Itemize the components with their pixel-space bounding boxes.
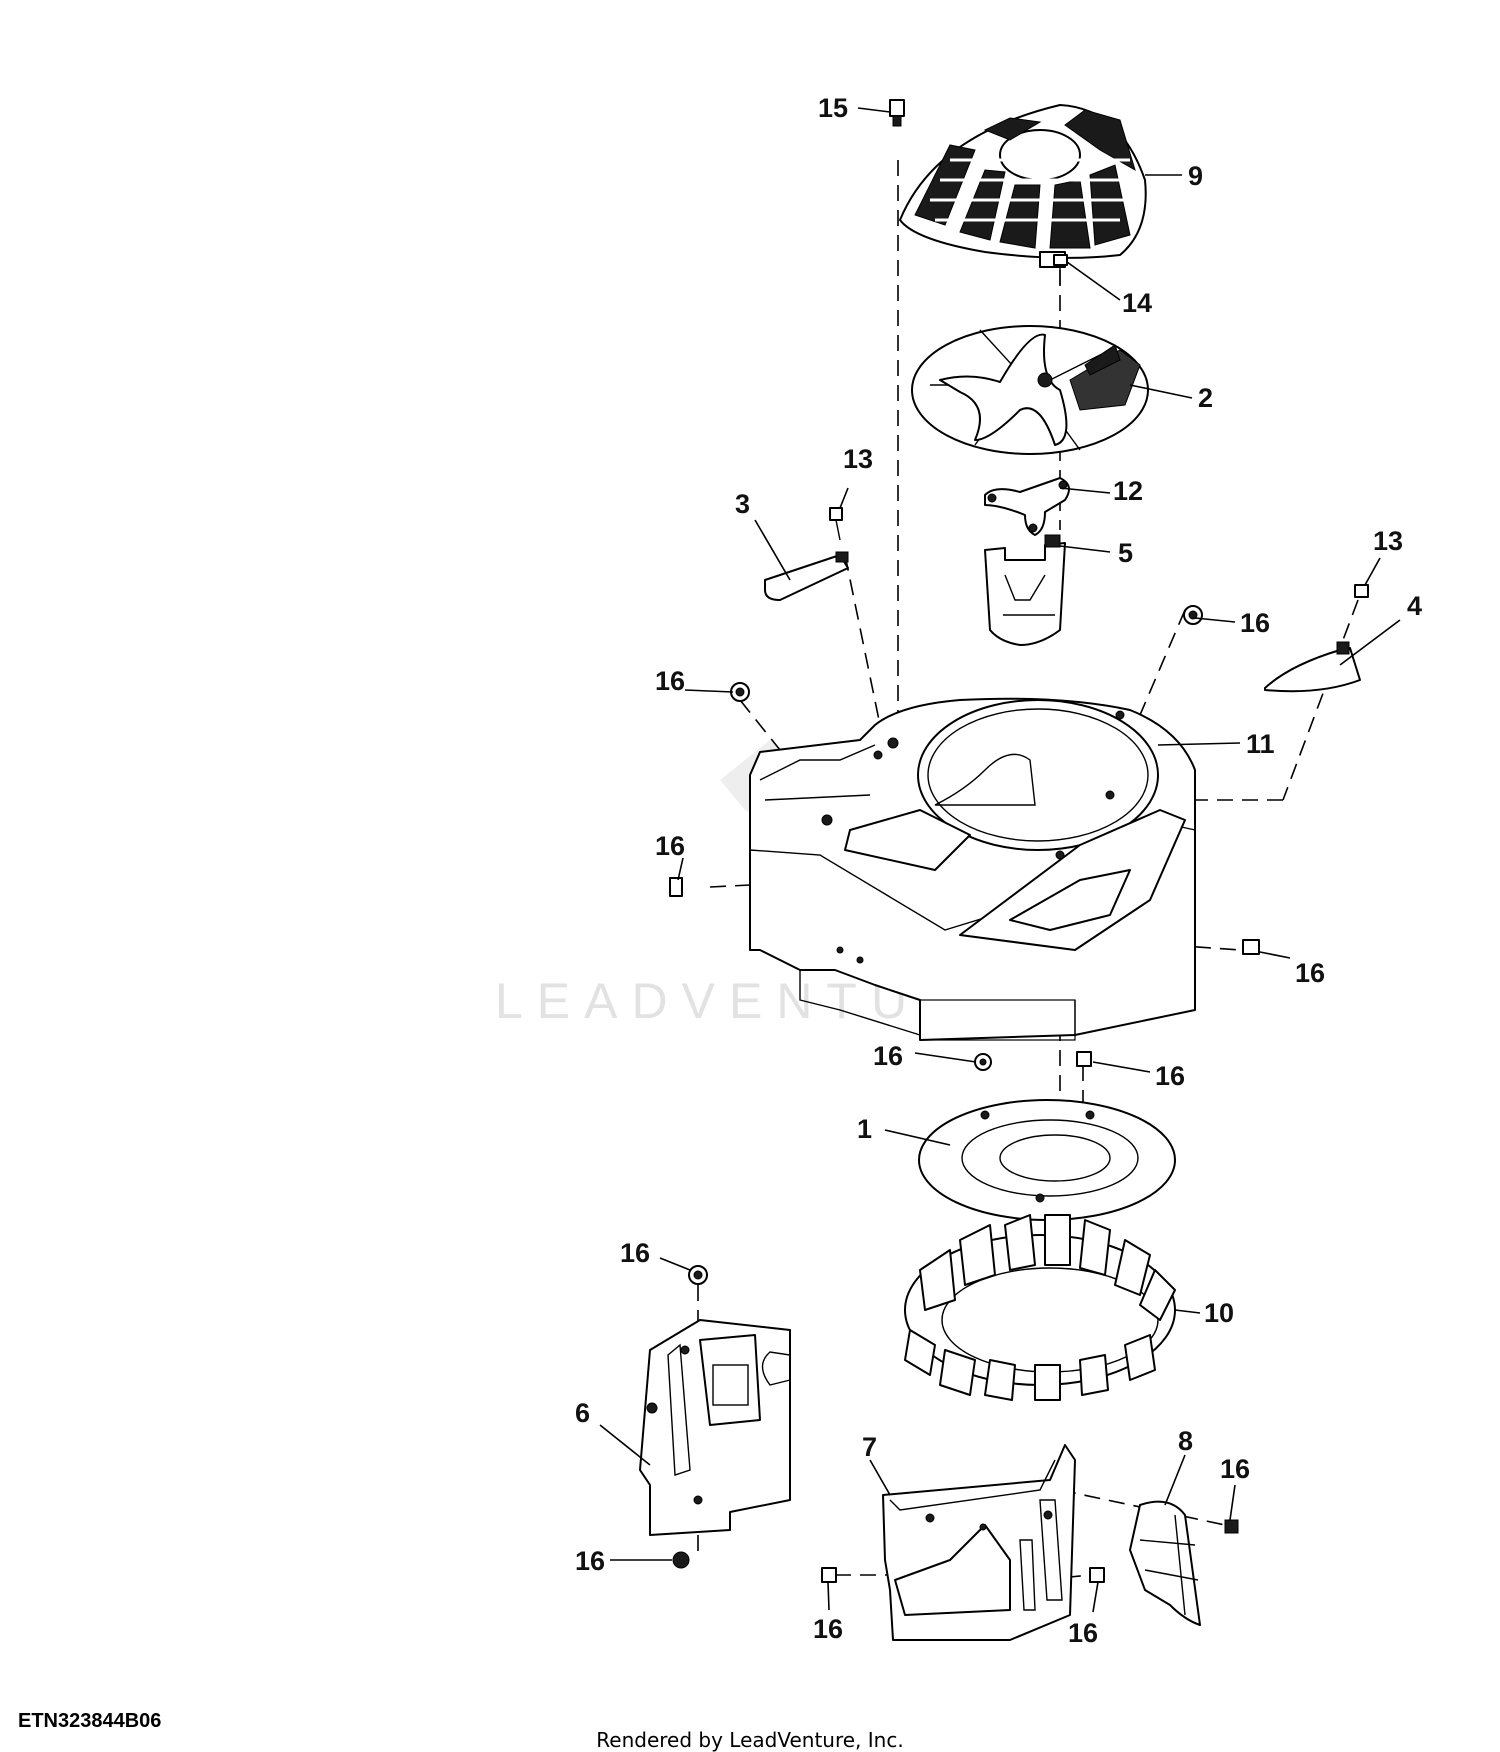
- callout-8[interactable]: 8: [1178, 1426, 1193, 1456]
- callout-6[interactable]: 6: [575, 1398, 590, 1428]
- part-13-screw-right[interactable]: [1354, 584, 1369, 598]
- part-16-bolt-e[interactable]: [974, 1053, 992, 1071]
- part-16-bolt-b[interactable]: [1183, 605, 1203, 625]
- part-12-plate[interactable]: [984, 477, 1070, 536]
- part-16-bolt-i[interactable]: [821, 1567, 837, 1583]
- part-9-rotating-screen[interactable]: [899, 104, 1147, 268]
- callout-16-b[interactable]: 16: [655, 666, 685, 696]
- part-8-side-baffle[interactable]: [1129, 1500, 1201, 1626]
- part-15-screw[interactable]: [889, 99, 905, 127]
- callout-2[interactable]: 2: [1198, 383, 1213, 413]
- callout-16-i[interactable]: 16: [575, 1546, 605, 1576]
- part-14-screw[interactable]: [1053, 254, 1068, 285]
- callout-16-j[interactable]: 16: [813, 1614, 843, 1644]
- leader-lines: [599, 107, 1401, 1613]
- callout-4[interactable]: 4: [1407, 591, 1422, 621]
- callout-16-e[interactable]: 16: [873, 1041, 903, 1071]
- part-16-bolt-j[interactable]: [1089, 1567, 1105, 1583]
- callout-14[interactable]: 14: [1122, 288, 1152, 318]
- part-16-nut-k[interactable]: [1224, 1519, 1239, 1534]
- callout-1[interactable]: 1: [857, 1114, 872, 1144]
- callout-labels: 15 9 14 2 13 12 3 5 13 4 16 16 11 16 16 …: [575, 93, 1422, 1648]
- callout-16-g[interactable]: 16: [620, 1238, 650, 1268]
- callout-16-d[interactable]: 16: [1295, 958, 1325, 988]
- part-7-cylinder-shield[interactable]: [882, 1444, 1076, 1641]
- part-11-blower-housing[interactable]: [749, 697, 1196, 1041]
- callout-13-right[interactable]: 13: [1373, 526, 1403, 556]
- part-5-fan-adapter[interactable]: [984, 534, 1066, 646]
- part-10-flywheel-fan[interactable]: [904, 1214, 1176, 1401]
- part-6-cylinder-shield[interactable]: [639, 1319, 791, 1536]
- part-16-bolt-f[interactable]: [1076, 1051, 1092, 1067]
- part-2-fan-screen-disc[interactable]: [911, 325, 1149, 455]
- part-16-bolt-d[interactable]: [1242, 939, 1260, 955]
- diagram-id-label: ETN323844B06: [18, 1710, 162, 1732]
- callout-11[interactable]: 11: [1246, 729, 1275, 759]
- part-16-nut-h[interactable]: [672, 1551, 690, 1569]
- callout-10[interactable]: 10: [1204, 1298, 1234, 1328]
- render-credit-text: Rendered by LeadVenture, Inc.: [596, 1728, 904, 1752]
- callout-3[interactable]: 3: [735, 489, 750, 519]
- part-16-bolt-c[interactable]: [669, 877, 683, 897]
- callout-5[interactable]: 5: [1118, 538, 1133, 568]
- part-3-air-deflector[interactable]: [764, 551, 849, 601]
- callout-16-f[interactable]: 16: [1155, 1061, 1185, 1091]
- callout-9[interactable]: 9: [1188, 161, 1203, 191]
- part-16-nut-g[interactable]: [688, 1265, 708, 1285]
- callout-13-left[interactable]: 13: [843, 444, 873, 474]
- callout-7[interactable]: 7: [862, 1432, 877, 1462]
- callout-12[interactable]: 12: [1113, 476, 1143, 506]
- callout-16-c[interactable]: 16: [655, 831, 685, 861]
- part-4-air-deflector[interactable]: [1264, 641, 1361, 693]
- callout-16-h[interactable]: 16: [1220, 1454, 1250, 1484]
- part-1-base-plate[interactable]: [918, 1099, 1176, 1221]
- part-16-bolt-a[interactable]: [730, 682, 750, 702]
- callout-16-a[interactable]: 16: [1240, 608, 1270, 638]
- callout-15[interactable]: 15: [818, 93, 848, 123]
- part-13-screw-left[interactable]: [829, 507, 843, 541]
- callout-16-k[interactable]: 16: [1068, 1618, 1098, 1648]
